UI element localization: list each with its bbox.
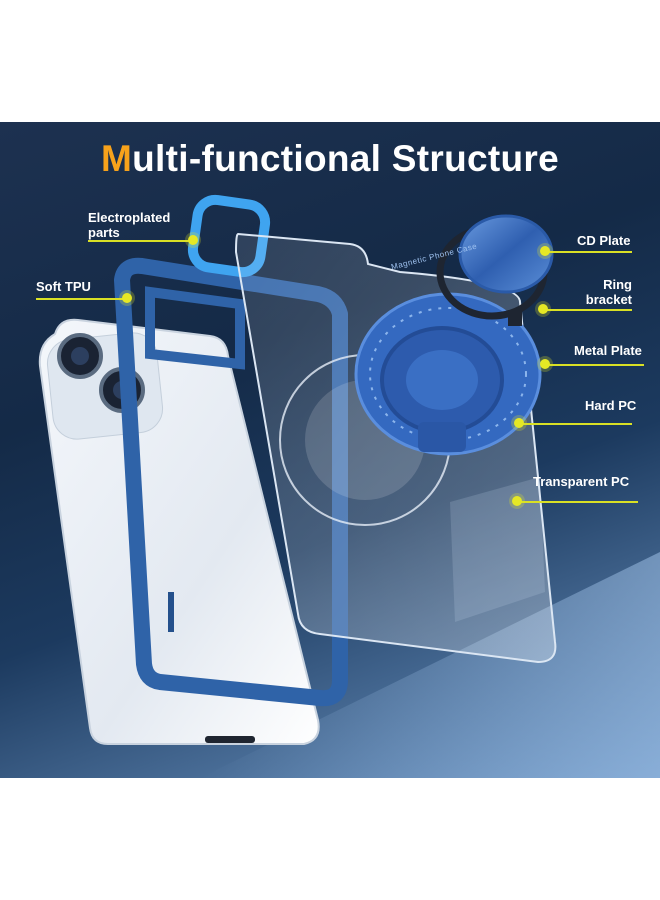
- label-soft-tpu: Soft TPU: [36, 279, 91, 294]
- callout-line-transparent-pc: [518, 501, 638, 503]
- label-metal-plate: Metal Plate: [574, 343, 642, 358]
- label-cd-plate: CD Plate: [577, 233, 631, 248]
- callout-dot-hard-pc: [514, 418, 524, 428]
- label-transparent-pc: Transparent PC: [533, 474, 630, 489]
- callout-dot-electroplated: [188, 235, 198, 245]
- callout-dot-ring-bracket: [538, 304, 548, 314]
- callout-dot-cd-plate: [540, 246, 550, 256]
- product-banner: Multi-functional Structure Electroplated…: [0, 122, 660, 778]
- callout-line-cd-plate: [546, 251, 632, 253]
- kickstand: [418, 422, 466, 452]
- callout-line-hard-pc: [520, 423, 632, 425]
- title-text: ulti-functional Structure: [132, 138, 559, 179]
- phone-case-illustration: [38, 194, 660, 778]
- callout-line-metal-plate: [546, 364, 644, 366]
- callout-dot-soft-tpu: [122, 293, 132, 303]
- callout-line-soft-tpu: [36, 298, 128, 300]
- callout-line-ring-bracket: [544, 309, 632, 311]
- title-accent-letter: M: [101, 138, 133, 179]
- page-title: Multi-functional Structure: [0, 138, 660, 180]
- callout-line-electroplated: [88, 240, 194, 242]
- cd-plate: [458, 214, 554, 294]
- label-ring-bracket: Ring bracket: [585, 277, 632, 307]
- charging-port: [205, 736, 255, 743]
- callout-dot-metal-plate: [540, 359, 550, 369]
- ring-holder: [354, 292, 542, 456]
- tpu-frame: [114, 257, 348, 707]
- label-hard-pc: Hard PC: [585, 398, 637, 413]
- callout-dot-transparent-pc: [512, 496, 522, 506]
- frame-button: [168, 592, 174, 632]
- label-electroplated-parts: Electroplated parts: [88, 210, 171, 240]
